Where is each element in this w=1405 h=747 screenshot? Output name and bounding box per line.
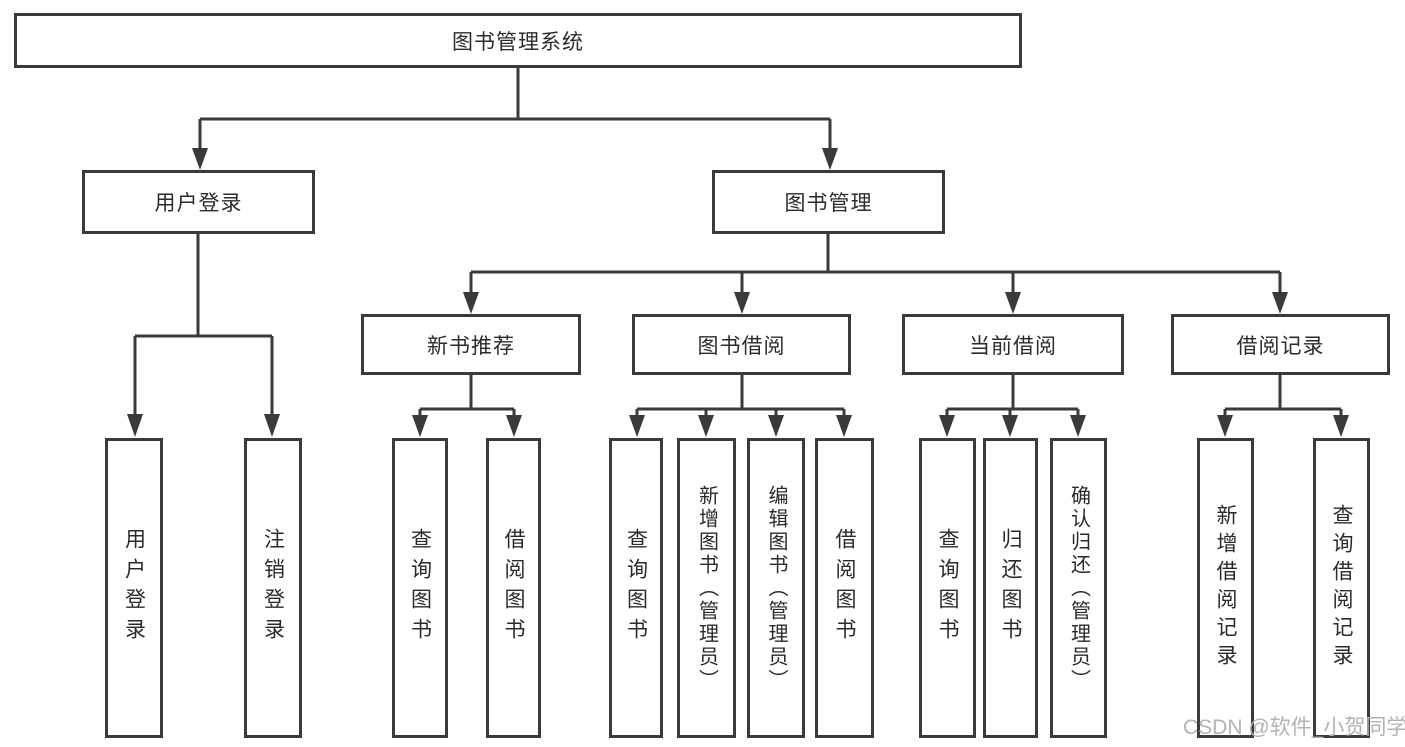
watermark: CSDN @软件_小贺同学 (1183, 716, 1405, 739)
leaf-borrow-book-2: 借阅图书 (815, 438, 874, 738)
connector-user-login-children (127, 234, 280, 437)
leaf-return-book-label: 归还图书 (999, 528, 1022, 648)
leaf-query-borrow-record-label: 查询借阅记录 (1330, 504, 1353, 672)
connector-borrow-record-children (1217, 375, 1349, 437)
leaf-user-login-label: 用户登录 (122, 528, 146, 648)
connector-new-book-children (412, 375, 522, 437)
connector-book-borrow-children (629, 375, 852, 437)
leaf-confirm-return-admin: 确认归还（管理员） (1050, 438, 1107, 738)
leaf-query-book-3: 查询图书 (919, 438, 976, 738)
leaf-borrow-book-1-label: 借阅图书 (502, 528, 525, 648)
connector-root-to-level2 (192, 68, 838, 170)
leaf-logout: 注销登录 (244, 438, 302, 738)
leaf-edit-book-admin-label: 编辑图书（管理员） (765, 484, 787, 692)
node-borrow-record: 借阅记录 (1171, 314, 1390, 375)
leaf-query-borrow-record: 查询借阅记录 (1313, 438, 1370, 738)
leaf-add-book-admin: 新增图书（管理员） (677, 438, 736, 738)
leaf-return-book: 归还图书 (983, 438, 1038, 738)
leaf-query-book-2-label: 查询图书 (624, 528, 648, 648)
node-new-book-recommend: 新书推荐 (361, 314, 581, 375)
leaf-add-borrow-record-label: 新增借阅记录 (1214, 504, 1237, 672)
leaf-logout-label: 注销登录 (261, 528, 285, 648)
leaf-query-book-1: 查询图书 (392, 438, 448, 738)
leaf-borrow-book-1: 借阅图书 (486, 438, 541, 738)
node-root: 图书管理系统 (14, 13, 1022, 68)
leaf-query-book-3-label: 查询图书 (936, 528, 959, 648)
leaf-user-login: 用户登录 (105, 438, 163, 738)
leaf-add-book-admin-label: 新增图书（管理员） (695, 484, 718, 692)
node-user-login: 用户登录 (82, 170, 315, 234)
node-book-management: 图书管理 (712, 170, 945, 234)
node-current-borrow: 当前借阅 (902, 314, 1124, 375)
connector-book-management-children (463, 234, 1288, 314)
leaf-query-book-1-label: 查询图书 (408, 528, 432, 648)
node-book-borrow: 图书借阅 (632, 314, 851, 375)
connector-current-borrow-children (939, 375, 1086, 437)
leaf-confirm-return-admin-label: 确认归还（管理员） (1067, 484, 1090, 692)
leaf-edit-book-admin: 编辑图书（管理员） (747, 438, 805, 738)
leaf-query-book-2: 查询图书 (609, 438, 663, 738)
leaf-borrow-book-2-label: 借阅图书 (833, 528, 856, 648)
leaf-add-borrow-record: 新增借阅记录 (1197, 438, 1254, 738)
